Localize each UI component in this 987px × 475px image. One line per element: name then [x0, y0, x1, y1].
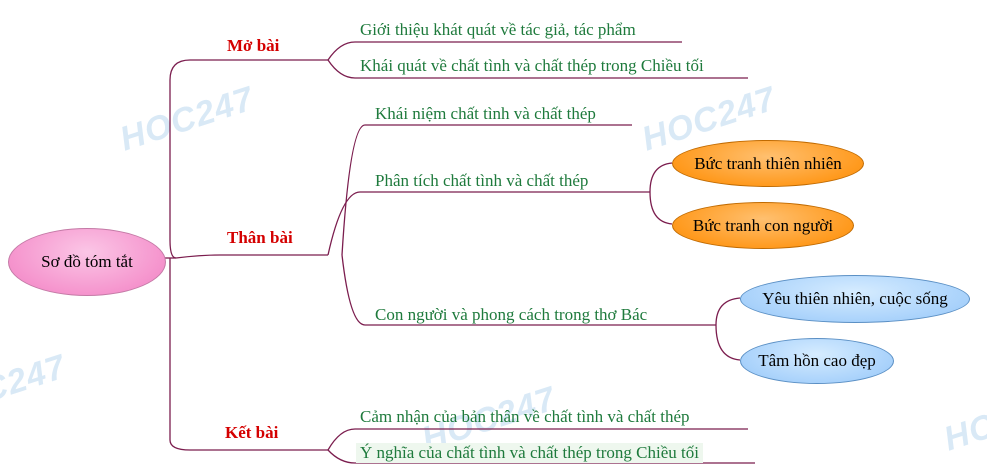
section-mo-bai: Mở bài — [227, 36, 280, 55]
leaf-mo-bai-2: Khái quát về chất tình và chất thép tron… — [360, 56, 704, 75]
node-buc-tranh-thien-nhien: Bức tranh thiên nhiên — [672, 140, 864, 187]
connector-sub — [649, 162, 673, 193]
node-label: Bức tranh thiên nhiên — [694, 153, 842, 173]
connector-ket-bai-item — [327, 428, 748, 451]
node-label: Tâm hồn cao đẹp — [758, 351, 876, 370]
section-ket-bai: Kết bài — [225, 423, 279, 442]
node-label: Yêu thiên nhiên, cuộc sống — [762, 289, 948, 308]
connector-than-bai-item — [327, 191, 650, 256]
leaf-ket-bai-1: Cảm nhận của bản thân về chất tình và ch… — [360, 407, 690, 426]
connector-sub — [649, 191, 673, 225]
connector-sub — [715, 324, 741, 361]
connector-mo-bai-item — [327, 59, 748, 79]
leaf-than-bai-3: Con người và phong cách trong thơ Bác — [375, 305, 648, 324]
connector-mo-bai-item — [327, 41, 682, 61]
root-label: Sơ đồ tóm tắt — [41, 252, 133, 271]
connector-than-bai-item — [341, 254, 716, 326]
node-buc-tranh-con-nguoi: Bức tranh con người — [672, 202, 854, 249]
node-label: Bức tranh con người — [692, 215, 834, 235]
leaf-than-bai-1: Khái niệm chất tình và chất thép — [375, 104, 596, 123]
leaf-mo-bai-1: Giới thiệu khát quát về tác giả, tác phẩ… — [360, 20, 636, 39]
leaf-than-bai-2: Phân tích chất tình và chất thép — [375, 171, 589, 190]
connector-sub — [715, 297, 741, 326]
root-node: Sơ đồ tóm tắt — [8, 228, 166, 296]
connector-than-bai-item — [341, 124, 632, 256]
connector-ket-bai-item — [327, 449, 755, 464]
connector-trunk — [169, 59, 220, 259]
connector-than-bai — [175, 254, 328, 259]
connector-trunk — [169, 258, 220, 451]
node-yeu-thien-nhien: Yêu thiên nhiên, cuộc sống — [740, 275, 970, 323]
node-tam-hon-cao-dep: Tâm hồn cao đẹp — [740, 338, 894, 384]
section-than-bai: Thân bài — [227, 228, 293, 247]
leaf-ket-bai-2: Ý nghĩa của chất tình và chất thép trong… — [356, 443, 703, 463]
